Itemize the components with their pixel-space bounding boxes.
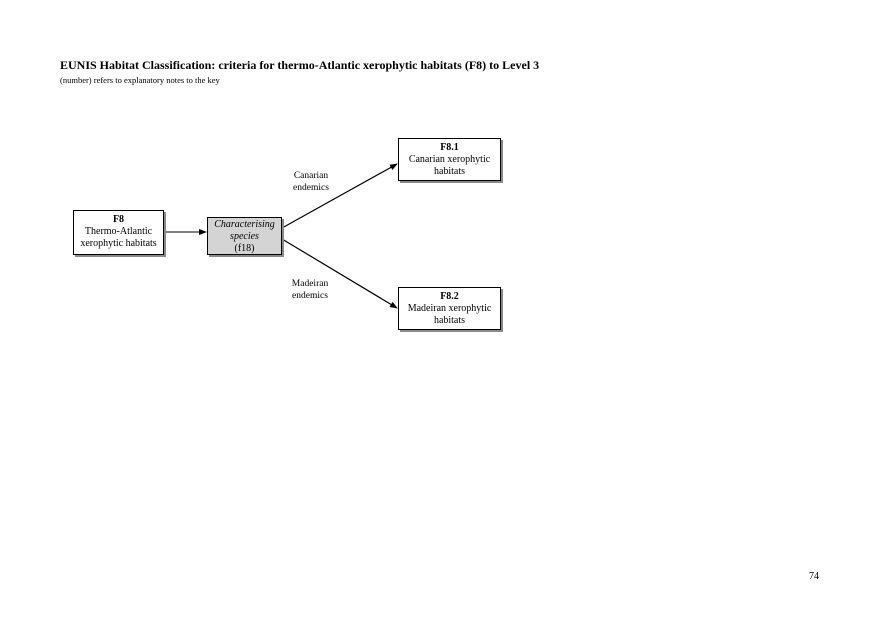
edge-label-madeiran-line2: endemics: [292, 291, 328, 301]
node-criterion-note: (f18): [234, 243, 255, 254]
edge-label-madeiran-line1: Madeiran: [291, 279, 329, 289]
node-f8-1-line1: Canarian xerophytic: [408, 154, 491, 165]
node-f8-2-code: F8.2: [440, 291, 459, 302]
edge-label-madeiran: Madeiran endemics: [280, 278, 340, 302]
node-f8-line1: Thermo-Atlantic: [84, 226, 153, 237]
node-f8-1: F8.1 Canarian xerophytic habitats: [398, 138, 501, 181]
node-criterion-line1: Characterising: [214, 219, 275, 230]
edge-label-canarian-line2: endemics: [293, 183, 329, 193]
edge-criterion-to-f81: [281, 163, 398, 229]
edge-label-canarian: Canarian endemics: [281, 170, 341, 194]
edge-label-canarian-line1: Canarian: [293, 171, 329, 181]
node-f8-code: F8: [112, 214, 125, 225]
page-subtitle: (number) refers to explanatory notes to …: [60, 75, 220, 85]
node-f8-1-line2: habitats: [433, 166, 466, 177]
node-f8-2-line1: Madeiran xerophytic: [407, 303, 492, 314]
node-criterion-line2: species: [230, 231, 259, 242]
node-criterion: Characterising species (f18): [207, 217, 282, 255]
node-f8-1-code: F8.1: [440, 142, 459, 153]
node-f8-2-line2: habitats: [433, 315, 466, 326]
node-f8-line2: xerophytic habitats: [80, 238, 157, 249]
node-f8: F8 Thermo-Atlantic xerophytic habitats: [73, 210, 164, 255]
page-title: EUNIS Habitat Classification: criteria f…: [60, 58, 540, 72]
node-f8-2: F8.2 Madeiran xerophytic habitats: [398, 287, 501, 330]
page-number: 74: [809, 571, 819, 582]
edge-criterion-to-f82: [281, 238, 398, 309]
